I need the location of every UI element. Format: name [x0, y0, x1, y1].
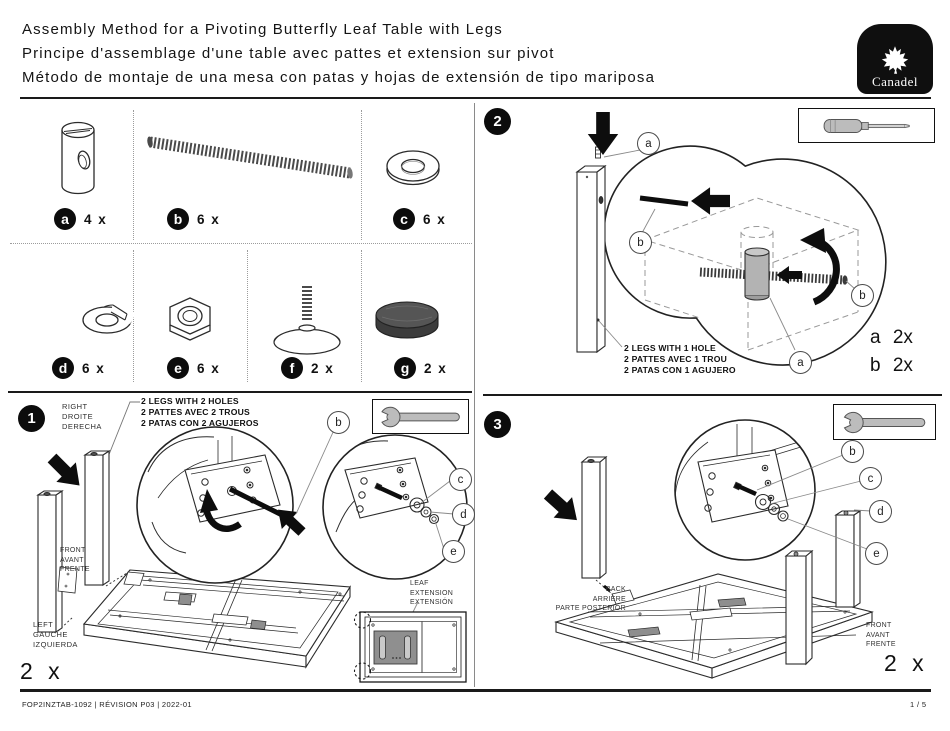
callout-a: a [789, 351, 812, 374]
leveling-glide-icon [273, 286, 341, 355]
step1-illustration [36, 401, 468, 683]
part-d: d 6 x [52, 357, 105, 379]
step1-side-label: RIGHT DROITE DERECHA [62, 402, 102, 431]
part-c: c 6 x [393, 208, 446, 230]
callout-b: b [327, 411, 350, 434]
step2-note: 2 LEGS WITH 1 HOLE 2 PATTES AVEC 1 TROU … [624, 343, 736, 376]
wrench-icon [380, 406, 460, 427]
step1-front-label: FRONT AVANT FRENTE [60, 547, 90, 573]
parts-divider [133, 110, 134, 240]
step3-quantity: 2 x [884, 650, 924, 676]
header-rule [20, 97, 931, 99]
part-letter-badge: c [393, 208, 415, 230]
step3-front-label: FRONT AVANT FRENTE [866, 622, 896, 648]
callout-c: c [449, 468, 472, 491]
part-qty: 2 x [311, 360, 335, 376]
part-f: f 2 x [281, 357, 334, 379]
step3-number: 3 [484, 411, 511, 438]
part-letter-badge: a [54, 208, 76, 230]
step1-left-label: LEFT GAUCHE IZQUIERDA [33, 620, 78, 649]
parts-divider [361, 110, 362, 240]
step1-number: 1 [18, 405, 45, 432]
tool-required-box [833, 404, 936, 440]
part-letter-badge: d [52, 357, 74, 379]
part-e: e 6 x [167, 357, 220, 379]
tool-required-box [372, 399, 469, 434]
part-letter-badge: f [281, 357, 303, 379]
part-qty: 6 x [423, 211, 447, 227]
part-a: a 4 x [54, 208, 107, 230]
step-divider-right [483, 394, 942, 396]
part-b: b 6 x [167, 208, 220, 230]
step-divider-left [8, 391, 472, 393]
brand-name: Canadel [871, 74, 919, 89]
page-title: Assembly Method for a Pivoting Butterfly… [22, 18, 655, 90]
callout-d: d [869, 500, 892, 523]
barrel-nut-icon [61, 121, 95, 195]
part-g: g 2 x [394, 357, 447, 379]
lock-washer-icon [82, 302, 136, 334]
step2-illustration [575, 112, 887, 366]
part-qty: 2 x [424, 360, 448, 376]
parts-divider [361, 250, 362, 382]
flat-washer-icon [386, 150, 440, 186]
step3-illustration [538, 419, 874, 679]
center-divider [474, 103, 476, 687]
callout-d: d [452, 503, 475, 526]
step1-quantity: 2 x [20, 658, 60, 684]
title-en: Assembly Method for a Pivoting Butterfly… [22, 21, 503, 38]
page-number: 1 / 5 [910, 700, 927, 709]
maple-leaf-icon [881, 46, 909, 74]
part-qty: 4 x [84, 211, 108, 227]
brand-logo: Canadel [857, 24, 933, 94]
part-letter-badge: b [167, 208, 189, 230]
footer-rule [20, 689, 931, 692]
part-qty: 6 x [197, 360, 221, 376]
part-letter-badge: e [167, 357, 189, 379]
parts-divider [10, 243, 472, 244]
felt-pad-icon [375, 301, 439, 339]
part-qty: 6 x [197, 211, 221, 227]
title-fr: Principe d'assemblage d'une table avec p… [22, 45, 555, 62]
tool-required-box [798, 108, 935, 143]
document-id: FOP2INZTAB-1092 | RÉVISION P03 | 2022-01 [22, 700, 192, 709]
title-es: Método de montaje de una mesa con patas … [22, 69, 656, 86]
step2-number: 2 [484, 108, 511, 135]
part-letter-badge: g [394, 357, 416, 379]
callout-c: c [859, 467, 882, 490]
callout-e: e [865, 542, 888, 565]
step3-back-label: BACK ARRIÈRE PARTE POSTERIOR [555, 586, 626, 612]
parts-divider [247, 250, 248, 382]
step2-qty-b: b 2x [870, 355, 913, 376]
callout-e: e [442, 540, 465, 563]
callout-b: b [841, 440, 864, 463]
callout-a: a [637, 132, 660, 155]
leaf-extension-label: LEAF EXTENSION EXTENSIÓN [410, 580, 454, 606]
callout-b: b [629, 231, 652, 254]
part-qty: 6 x [82, 360, 106, 376]
screwdriver-icon [823, 118, 910, 133]
step1-note: 2 LEGS WITH 2 HOLES 2 PATTES AVEC 2 TROU… [141, 396, 259, 429]
wrench-icon [843, 411, 925, 433]
threaded-rod-icon [147, 136, 353, 179]
callout-b: b [851, 284, 874, 307]
step2-qty-a: a 2x [870, 327, 913, 348]
hex-nut-icon [169, 297, 211, 341]
